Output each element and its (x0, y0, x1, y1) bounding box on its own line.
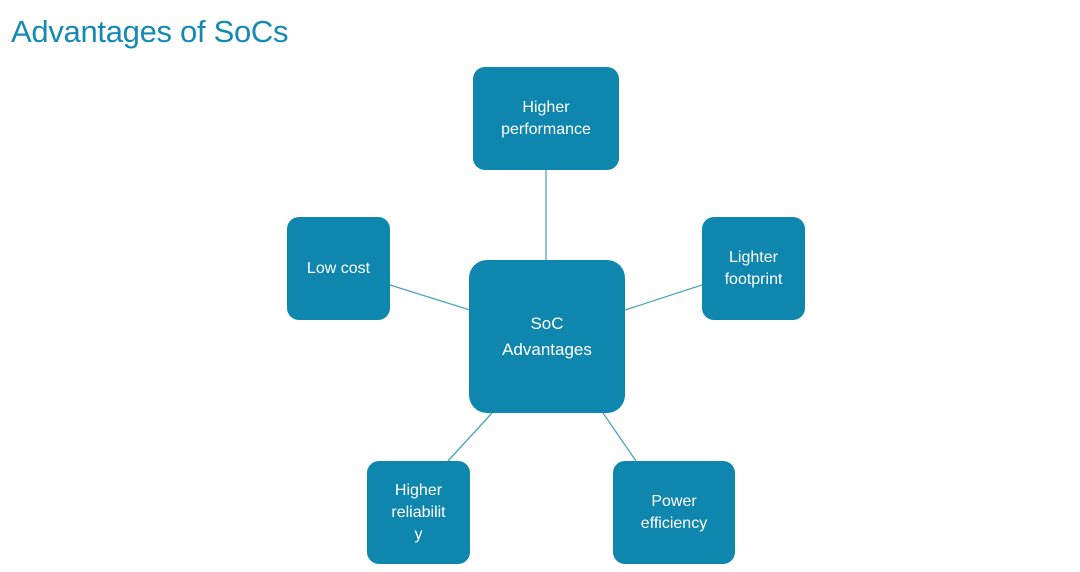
node-higher-reliability: Higher reliabilit y (367, 461, 470, 564)
center-node: SoC Advantages (469, 260, 625, 413)
node-low-cost: Low cost (287, 217, 390, 320)
connector-lighter-footprint (624, 284, 703, 311)
connector-higher-reliability (447, 412, 493, 462)
node-power-efficiency: Power efficiency (613, 461, 735, 564)
node-lighter-footprint: Lighter footprint (702, 217, 805, 320)
node-higher-performance: Higher performance (473, 67, 619, 170)
connector-power-efficiency (602, 412, 637, 462)
connector-low-cost (389, 284, 471, 311)
slide-title: Advantages of SoCs (11, 14, 289, 49)
